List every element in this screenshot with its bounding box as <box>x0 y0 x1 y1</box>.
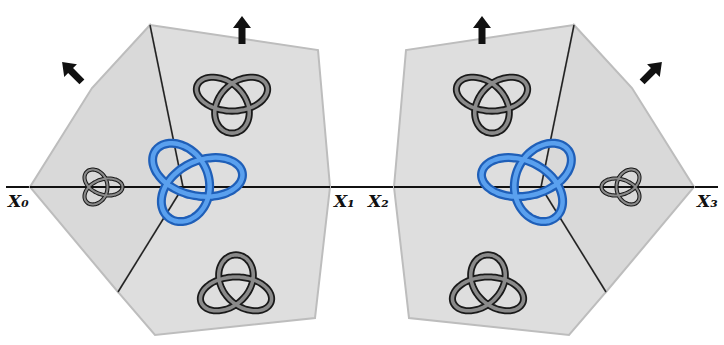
knot-strand-outline <box>482 143 572 221</box>
knot-strand <box>456 77 527 133</box>
knot-projection <box>200 255 271 311</box>
knot-strand-outline <box>85 170 123 205</box>
face-edge <box>118 187 183 292</box>
trefoil-knot <box>153 143 243 221</box>
knot-strand-outline <box>452 255 523 311</box>
normal-arrow <box>56 56 89 89</box>
axis-line <box>6 186 718 188</box>
axis-point-label: X₀ <box>8 193 29 210</box>
knot-projection <box>602 170 640 205</box>
knot-projection <box>196 77 267 133</box>
knot-strand-outline <box>196 77 267 133</box>
half-cube <box>30 16 330 335</box>
axis-point-label: X₂ <box>368 193 389 210</box>
half-cube <box>394 16 694 335</box>
knot-strand <box>452 255 523 311</box>
knot-strand-outline <box>153 143 243 221</box>
knot-strand <box>482 143 572 221</box>
arrow-shape <box>56 56 89 89</box>
knot-projection <box>456 77 527 133</box>
front-face <box>394 25 606 335</box>
knot-strand-outline <box>456 77 527 133</box>
arrow-shape <box>473 16 491 44</box>
knot-strand <box>200 255 271 311</box>
arrow-shape <box>233 16 251 44</box>
front-face <box>118 25 330 335</box>
normal-arrow <box>233 16 251 44</box>
knot-strand-outline <box>200 255 271 311</box>
knot-strand <box>602 170 640 205</box>
knot-projection <box>85 170 123 205</box>
trefoil-knot <box>482 143 572 221</box>
axis-point-label: X₃ <box>697 193 718 210</box>
knot-projection <box>452 255 523 311</box>
arrow-shape <box>636 56 669 89</box>
knot-strand-outline <box>602 170 640 205</box>
face-edge <box>541 187 606 292</box>
knot-strand <box>85 170 123 205</box>
normal-arrow <box>473 16 491 44</box>
axis-point-label: X₁ <box>334 193 355 210</box>
normal-arrow <box>636 56 669 89</box>
knot-strand <box>153 143 243 221</box>
knot-strand <box>196 77 267 133</box>
